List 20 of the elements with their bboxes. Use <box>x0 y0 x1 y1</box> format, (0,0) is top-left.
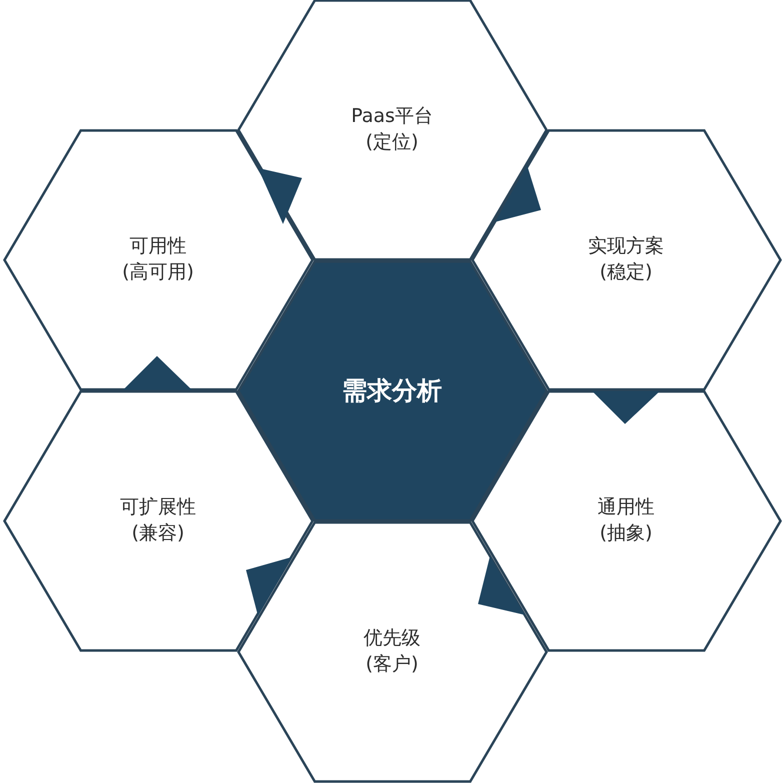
hexagon-subtitle: (高可用) <box>122 260 194 285</box>
hexagon-title: Paas平台 <box>351 104 433 130</box>
hexagon <box>236 0 548 261</box>
hexagon-title: 优先级 <box>364 626 420 652</box>
hexagon-title: 实现方案 <box>588 234 664 260</box>
hexagon-title: 可扩展性 <box>120 495 196 520</box>
hexagon-subtitle: (定位) <box>366 130 418 155</box>
hexagon-subtitle: (稳定) <box>600 260 652 285</box>
hexagon-title: 可用性 <box>130 234 186 260</box>
hexagon-subtitle: (客户) <box>366 652 418 677</box>
hexagon <box>2 129 314 391</box>
hexagon-subtitle: (抽象) <box>600 521 652 546</box>
center-hexagon <box>236 260 548 522</box>
hexagon-title: 通用性 <box>598 495 654 520</box>
hexagon <box>470 390 782 652</box>
hexagon <box>2 390 314 652</box>
hexagon-subtitle: (兼容) <box>132 521 184 546</box>
hexagon <box>236 521 548 783</box>
hexagon <box>470 129 782 391</box>
hexagon-title: 需求分析 <box>342 375 442 408</box>
